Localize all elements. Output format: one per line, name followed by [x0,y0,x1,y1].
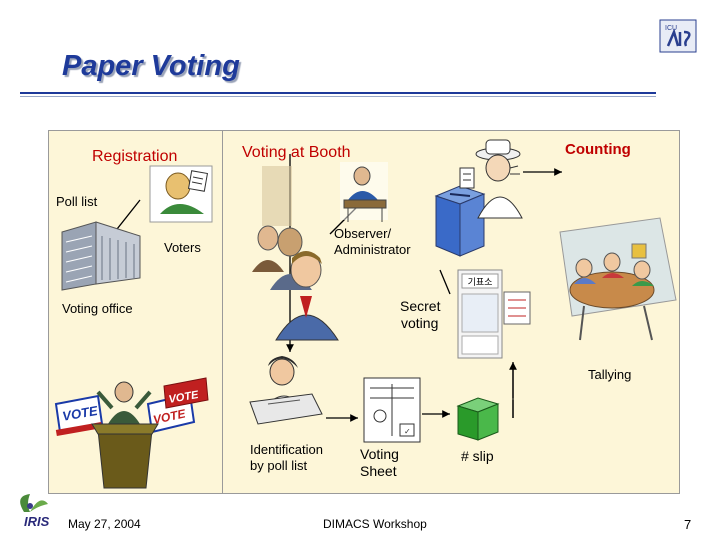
stage-voting-at-booth: Voting at Booth [242,144,351,161]
iris-logo-icon [20,494,48,512]
label-voting-sheet: Voting Sheet [360,446,399,479]
footer-event: DIMACS Workshop [323,517,427,531]
counter-man-icon [459,139,523,219]
booth-sign-text: 기표소 [468,277,493,287]
title-rule-thin [20,96,656,97]
candidate-podium-icon: VOTE VOTE VOTE [54,377,209,489]
meeting-table-icon [559,217,677,341]
voting-sheet-icon: ✓ [363,377,421,443]
label-slip: # slip [461,448,494,464]
slide-title: Paper Voting [62,50,240,82]
label-secret-voting: Secret voting [400,298,441,331]
label-observer: Observer/ Administrator [334,226,411,257]
voters-crowd-icon [252,166,339,341]
label-tallying: Tallying [588,367,632,382]
iris-logo-text: IRIS [24,514,50,529]
title-rule [20,92,656,94]
label-voters: Voters [164,240,201,255]
svg-text:✓: ✓ [404,427,411,436]
ballot-box-icon [434,185,486,257]
clerk-icon [149,165,213,223]
woman-writing-icon [249,356,323,425]
observer-icon [340,162,388,222]
page-number: 7 [684,517,692,532]
slip-box-icon [456,397,500,441]
stage-counting: Counting [565,141,631,158]
stage-registration: Registration [92,148,178,165]
label-identification: Identification by poll list [250,442,323,473]
building-icon [61,221,141,291]
vote-sign-right: VOTE [152,406,188,427]
footer-date: May 27, 2004 [68,517,141,531]
label-poll-list: Poll list [56,194,98,209]
logo-text: ICU [665,25,677,32]
label-voting-office: Voting office [62,301,133,316]
icu-logo-icon: ICU [658,16,698,56]
vote-sign-top: VOTE [168,389,200,406]
line-secret [439,269,451,295]
vote-sign-left: VOTE [61,403,99,424]
voting-booth-icon: 기표소 [457,269,531,359]
